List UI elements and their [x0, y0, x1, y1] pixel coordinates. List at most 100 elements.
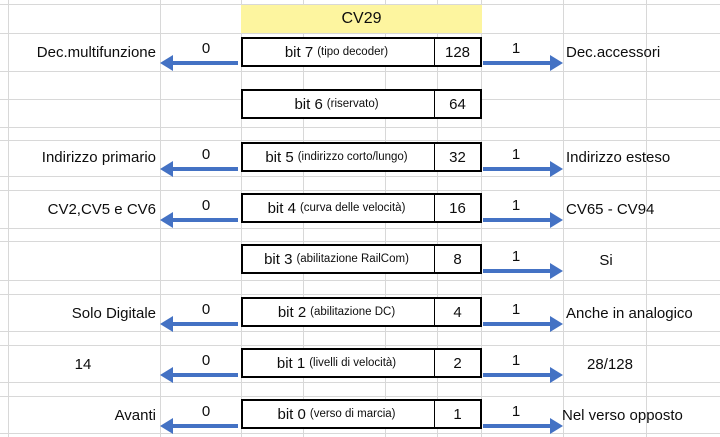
left-value-bit2: 0 [201, 301, 211, 318]
bit-box-bit6[interactable]: bit 6 (riservato) 64 [241, 89, 482, 119]
arrowhead-left-icon [160, 55, 173, 71]
left-label-bit2: Solo Digitale [71, 304, 156, 322]
gridline-row [0, 433, 720, 434]
left-label-bit0: Avanti [114, 406, 156, 424]
arrowhead-right-icon [550, 161, 563, 177]
left-label-bit5: Indirizzo primario [41, 149, 156, 166]
arrow-shaft [171, 373, 238, 377]
bit-weight-bit2: 4 [434, 299, 480, 325]
left-arrow-bit7 [160, 54, 238, 72]
right-label-bit4: CV65 - CV94 [566, 200, 655, 218]
arrowhead-right-icon [550, 316, 563, 332]
right-label-bit5: Indirizzo esteso [566, 149, 671, 166]
gridline-row [0, 228, 720, 229]
bit-label-bit1: bit 1 (livelli di velocità) [276, 354, 397, 372]
left-value-bit1: 0 [201, 352, 211, 369]
bit-weight-bit3: 8 [434, 246, 480, 272]
page-title: CV29 [341, 10, 382, 27]
right-arrow-bit1 [483, 366, 563, 384]
bit-box-bit7[interactable]: bit 7 (tipo decoder) 128 [241, 37, 482, 67]
bit-weight-bit1: 2 [434, 350, 480, 376]
bit-label-bit0: bit 0 (verso di marcia) [277, 405, 396, 423]
gridline-row [0, 294, 720, 295]
bit-box-bit1[interactable]: bit 1 (livelli di velocità) 2 [241, 348, 482, 378]
right-label-bit2: Anche in analogico [566, 304, 693, 322]
bit-label-bit5: bit 5 (indirizzo corto/lungo) [265, 148, 408, 166]
bit-box-bit5[interactable]: bit 5 (indirizzo corto/lungo) 32 [241, 142, 482, 172]
bit-label-bit3: bit 3 (abilitazione RailCom) [264, 250, 409, 268]
arrow-shaft [483, 424, 552, 428]
left-value-bit7: 0 [201, 40, 211, 57]
arrowhead-right-icon [550, 212, 563, 228]
gridline-row [0, 331, 720, 332]
right-arrow-bit5 [483, 160, 563, 178]
arrowhead-left-icon [160, 418, 173, 434]
left-label-bit7: Dec.multifunzione [36, 43, 156, 61]
bit-label-bit4: bit 4 (curva delle velocità) [267, 199, 406, 217]
right-value-bit2: 1 [511, 301, 521, 318]
gridline-row [0, 345, 720, 346]
right-arrow-bit3 [483, 262, 563, 280]
left-value-bit4: 0 [201, 197, 211, 214]
arrow-shaft [483, 61, 552, 65]
gridline-row [0, 4, 720, 5]
arrow-shaft [171, 322, 238, 326]
bit-label-bit7: bit 7 (tipo decoder) [284, 43, 389, 61]
left-arrow-bit4 [160, 211, 238, 229]
arrow-shaft [171, 61, 238, 65]
right-arrow-bit4 [483, 211, 563, 229]
right-label-bit0: Nel verso opposto [562, 406, 683, 424]
bit-weight-bit7: 128 [434, 39, 480, 65]
bit-box-bit2[interactable]: bit 2 (abilitazione DC) 4 [241, 297, 482, 327]
arrow-shaft [171, 218, 238, 222]
arrow-shaft [483, 373, 552, 377]
left-label-bit1: 14 [74, 355, 92, 373]
bit-weight-bit5: 32 [434, 144, 480, 170]
right-arrow-bit7 [483, 54, 563, 72]
arrowhead-left-icon [160, 161, 173, 177]
right-label-bit1: 28/128 [587, 355, 633, 373]
gridline-col [8, 0, 9, 437]
left-value-bit5: 0 [201, 146, 211, 163]
cv29-title-cell[interactable]: CV29 [241, 5, 482, 33]
left-arrow-bit0 [160, 417, 238, 435]
gridline-row [0, 176, 720, 177]
bit-box-bit0[interactable]: bit 0 (verso di marcia) 1 [241, 399, 482, 429]
left-label-bit4: CV2,CV5 e CV6 [47, 200, 156, 218]
arrow-shaft [483, 269, 552, 273]
left-value-bit0: 0 [201, 403, 211, 420]
gridline-col [563, 0, 564, 437]
arrowhead-left-icon [160, 212, 173, 228]
bit-label-bit2: bit 2 (abilitazione DC) [277, 303, 396, 321]
right-arrow-bit2 [483, 315, 563, 333]
right-label-bit3: Si [599, 251, 613, 269]
bit-box-bit3[interactable]: bit 3 (abilitazione RailCom) 8 [241, 244, 482, 274]
arrowhead-left-icon [160, 367, 173, 383]
left-arrow-bit2 [160, 315, 238, 333]
left-arrow-bit5 [160, 160, 238, 178]
bit-weight-bit4: 16 [434, 195, 480, 221]
arrowhead-right-icon [550, 367, 563, 383]
arrow-shaft [483, 322, 552, 326]
arrowhead-right-icon [550, 263, 563, 279]
gridline-row [0, 382, 720, 383]
right-value-bit4: 1 [511, 197, 521, 214]
arrow-shaft [171, 167, 238, 171]
gridline-col [646, 0, 647, 437]
right-value-bit1: 1 [511, 352, 521, 369]
right-value-bit0: 1 [511, 403, 521, 420]
bit-weight-bit0: 1 [434, 401, 480, 427]
bit-weight-bit6: 64 [434, 91, 480, 117]
right-value-bit7: 1 [511, 40, 521, 57]
arrow-shaft [483, 218, 552, 222]
gridline-row [0, 140, 720, 141]
arrow-shaft [171, 424, 238, 428]
bit-box-bit4[interactable]: bit 4 (curva delle velocità) 16 [241, 193, 482, 223]
right-arrow-bit0 [483, 417, 563, 435]
arrow-shaft [483, 167, 552, 171]
right-label-bit7: Dec.accessori [566, 43, 661, 61]
gridline-row [0, 33, 720, 34]
gridline-row [0, 280, 720, 281]
arrowhead-right-icon [550, 55, 563, 71]
